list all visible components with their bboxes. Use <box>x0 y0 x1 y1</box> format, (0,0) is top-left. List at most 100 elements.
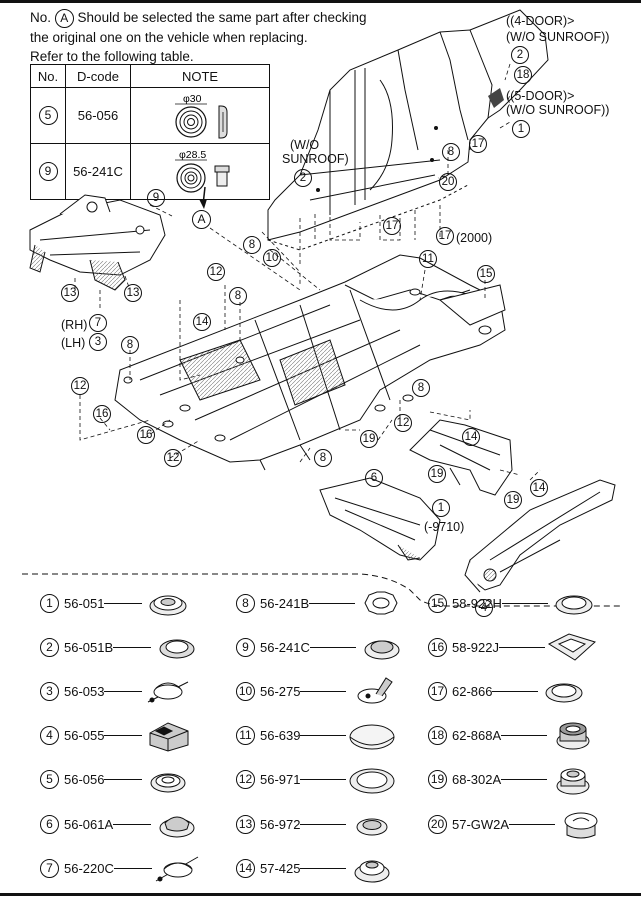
callout-number: 1 <box>512 120 530 138</box>
bottom-border <box>0 893 641 896</box>
table-header-no: No. <box>30 64 66 88</box>
wo-sunroof-5-label: (W/O SUNROOF)) <box>506 103 610 117</box>
part-56-241c-icon <box>364 640 400 660</box>
part-56-639-icon <box>349 724 395 750</box>
callout-number: 16 <box>137 426 155 444</box>
legend-code: 56-051B <box>64 639 114 655</box>
rear-rail <box>409 419 513 496</box>
legend-number: 4 <box>40 726 59 746</box>
table-cell-no: 5 <box>30 87 66 144</box>
side-panel-detail <box>316 88 504 192</box>
legend-leader <box>501 779 548 781</box>
legend-leader <box>309 602 356 604</box>
legend-number: 7 <box>40 858 59 878</box>
legend-code: 56-971 <box>260 772 301 788</box>
callout-number: 9 <box>147 189 165 207</box>
legend-leader <box>113 867 152 869</box>
legend-number: 20 <box>428 814 447 834</box>
part-56-220c-icon <box>155 856 199 882</box>
callout-number: 6 <box>365 469 383 487</box>
part-57-425-icon <box>354 860 390 883</box>
dcode-table: No. D-code NOTE 5 56-056 φ30 9 56-241C φ… <box>30 64 270 200</box>
legend-item: 4 56-055 <box>40 721 196 752</box>
part-58-922j-icon <box>547 633 596 661</box>
rear-frame <box>464 479 616 593</box>
part-58-922h-icon <box>555 595 593 615</box>
callout-number: 13 <box>124 284 142 302</box>
callout-number: 12 <box>207 263 225 281</box>
floor-leaders <box>79 269 486 463</box>
part-56-061a-icon <box>159 816 195 838</box>
legend-number: 1 <box>40 593 59 613</box>
legend-number: 14 <box>236 858 255 878</box>
legend-leader <box>104 735 143 737</box>
wo-label: (W/O <box>290 138 320 152</box>
instruction-note: No. A Should be selected the same part a… <box>30 8 366 66</box>
table-row: 5 56-056 φ30 <box>30 87 270 144</box>
callout-number: 13 <box>61 284 79 302</box>
legend-code: 58-922J <box>452 639 499 655</box>
callout-number: 20 <box>439 173 457 191</box>
legend-number: 2 <box>40 637 59 657</box>
marker-a-badge: A <box>54 8 74 28</box>
legend-code: 56-061A <box>64 816 114 832</box>
marker-a-badge: A <box>192 210 211 229</box>
callout-number: 14 <box>530 479 548 497</box>
legend-code: 57-GW2A <box>452 816 510 832</box>
row-number-badge: 5 <box>38 106 58 125</box>
legend-code: 58-922H <box>452 595 502 611</box>
table-header-dcode: D-code <box>65 64 131 88</box>
part-62-868a-icon <box>556 722 590 750</box>
callout-number: 17 <box>469 135 487 153</box>
legend-item: 20 57-GW2A <box>428 809 609 839</box>
legend-code: 62-866 <box>452 683 493 699</box>
legend-code: 57-425 <box>260 860 301 876</box>
legend-leader <box>104 779 143 781</box>
legend-number: 9 <box>236 637 255 657</box>
legend-leader <box>300 735 347 737</box>
legend-code: 56-639 <box>260 728 301 744</box>
year-2000-label: (2000) <box>456 231 493 245</box>
callout-number: 19 <box>428 465 446 483</box>
floor-pan <box>114 254 506 471</box>
part-56-051b-icon <box>159 639 195 659</box>
rh-label: (RH) <box>61 318 88 332</box>
door5-label: ((5-DOOR)> <box>506 89 575 103</box>
legend-item: 2 56-051B <box>40 632 205 662</box>
callout-number: 12 <box>164 449 182 467</box>
legend-code: 56-241C <box>260 639 310 655</box>
section-divider <box>22 573 620 607</box>
callout-number: 8 <box>229 287 247 305</box>
legend-leader <box>492 690 539 692</box>
legend-code: 62-868A <box>452 728 502 744</box>
legend-number: 8 <box>236 593 255 613</box>
legend-code: 56-056 <box>64 772 105 788</box>
note-no-text: No. <box>30 10 52 25</box>
legend-code: 56-055 <box>64 728 105 744</box>
callout-number: 4 <box>475 599 493 617</box>
callout-number: 12 <box>394 414 412 432</box>
legend-leader <box>113 823 152 825</box>
legend-code: 56-972 <box>260 816 301 832</box>
part-56-056-icon <box>150 773 186 793</box>
callout-number: 8 <box>121 336 139 354</box>
callout-number: 2 <box>294 169 312 187</box>
legend-code: 56-053 <box>64 683 105 699</box>
callout-number: 18 <box>514 66 532 84</box>
part-62-866-icon <box>545 683 583 703</box>
legend-item: 9 56-241C <box>236 632 410 662</box>
side-sill-inner <box>319 477 441 561</box>
legend-leader <box>498 646 545 648</box>
part-56-972-icon <box>356 818 388 836</box>
part-56-971-icon <box>349 768 395 794</box>
